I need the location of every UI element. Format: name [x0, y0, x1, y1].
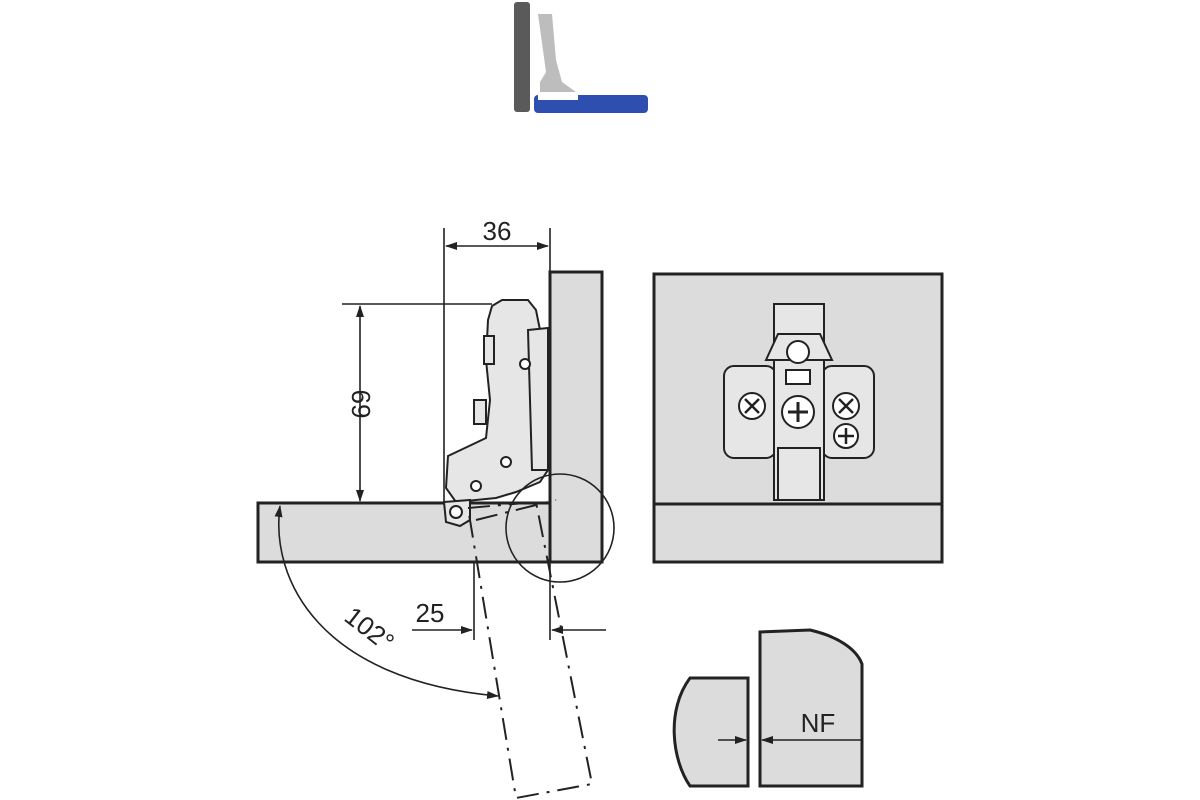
hinge-clip [473, 399, 487, 425]
hinge-arm [444, 299, 550, 504]
front-view [652, 272, 944, 564]
icon-door-bar [514, 2, 530, 112]
dim-36-label: 36 [483, 216, 512, 246]
hinge-pivot-1 [519, 358, 531, 370]
detail-circle [505, 473, 615, 583]
hinge-pivot-3 [470, 480, 482, 492]
nf-label: NF [801, 708, 836, 738]
hinge-cup [526, 326, 549, 471]
front-adjust-screw-top [786, 340, 810, 364]
door-panel [548, 270, 604, 564]
dim-25-label: 25 [416, 598, 445, 628]
front-slot [785, 369, 811, 385]
nf-side-piece [758, 628, 864, 788]
front-screw-left-cross [744, 398, 760, 414]
dim-angle-arc [274, 505, 499, 699]
open-door-outline [466, 500, 594, 800]
hinge-pivot-2 [500, 456, 512, 468]
nf-door-piece [672, 676, 750, 788]
hinge-clip-top [483, 335, 495, 365]
mounting-type-icon [514, 2, 648, 113]
front-screw-center-cross [788, 402, 808, 422]
icon-hinge-base [538, 92, 578, 100]
hinge-mount-screw [449, 505, 463, 519]
front-hinge-arm-lower [777, 447, 821, 501]
front-side-panel [652, 502, 944, 564]
icon-hinge-shape [538, 14, 576, 98]
nf-detail: NF [672, 628, 864, 788]
dim-69-label: 69 [346, 390, 376, 419]
side-view: 36 69 25 102° [256, 216, 615, 800]
front-screw-lower-right-cross [838, 428, 854, 444]
front-screw-right-cross [838, 398, 854, 414]
